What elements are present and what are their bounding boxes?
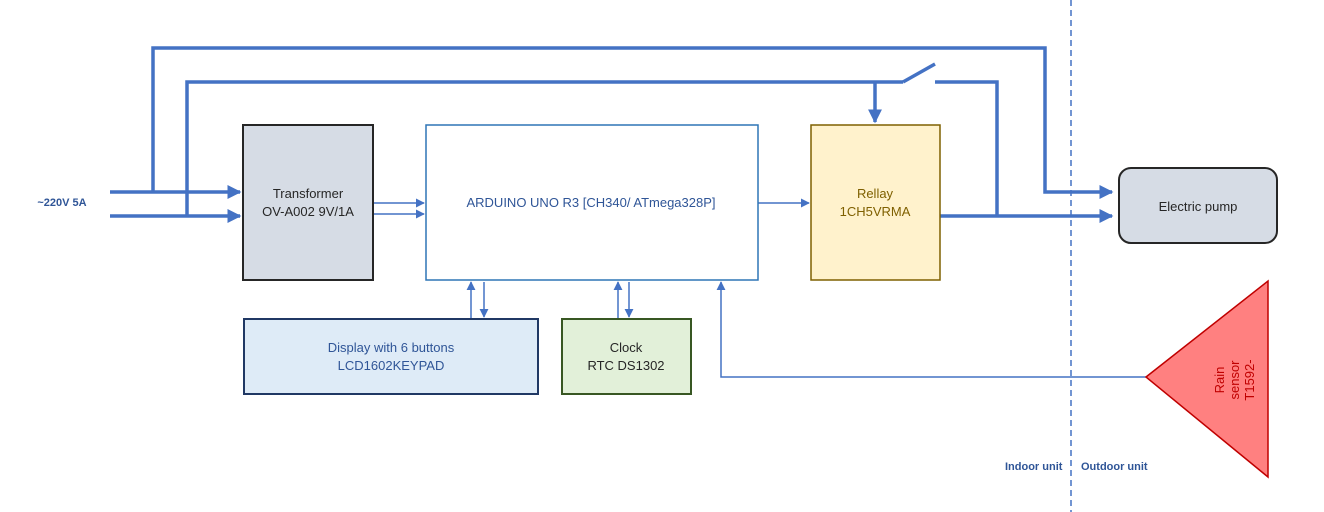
clock-block [561, 318, 692, 395]
indoor-unit-label: Indoor unit [1005, 461, 1063, 473]
clock-model: RTC DS1302 [587, 358, 664, 373]
arduino-block [425, 124, 759, 281]
relay-model: 1CH5VRMA [840, 204, 911, 219]
rain-sensor-block [1144, 279, 1269, 479]
rain-sensor-line3: T1592- [1242, 359, 1257, 400]
arduino-label: ARDUINO UNO R3 [CH340/ ATmega328P] [466, 195, 715, 210]
mains-wiring [110, 46, 1114, 223]
transformer-title: Transformer [273, 186, 344, 201]
display-model: LCD1602KEYPAD [338, 358, 445, 373]
display-block [243, 318, 539, 395]
rain-sensor-line2: sensor [1227, 360, 1242, 400]
clock-title: Clock [610, 340, 643, 355]
transformer-block [242, 124, 374, 281]
supply-label: ~220V 5A [37, 197, 86, 209]
pump-block [1118, 167, 1278, 244]
rain-sensor-line1: Rain [1212, 367, 1227, 394]
relay-block [810, 124, 941, 281]
display-title: Display with 6 buttons [328, 340, 455, 355]
rain-sensor-label: Rain sensor T1592- [1212, 359, 1257, 400]
relay-title: Rellay [857, 186, 894, 201]
signal-wiring [374, 198, 1146, 378]
outdoor-unit-label: Outdoor unit [1081, 461, 1148, 473]
transformer-model: OV-A002 9V/1A [262, 204, 354, 219]
pump-label: Electric pump [1159, 199, 1238, 214]
